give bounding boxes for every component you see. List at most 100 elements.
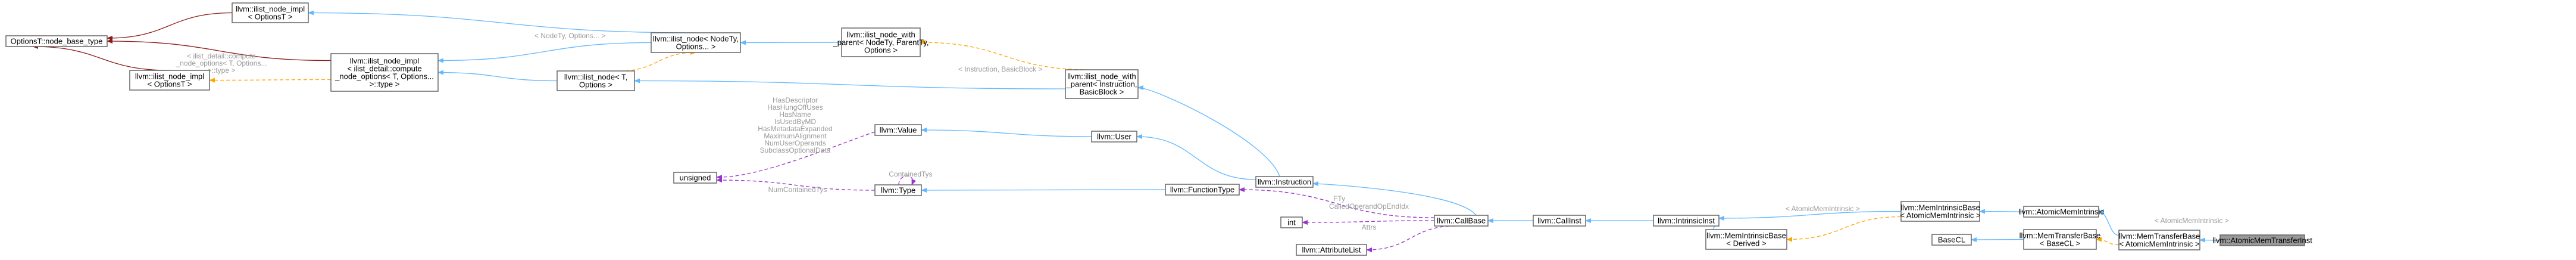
edge-label-fty-line-0: FTy bbox=[1333, 194, 1345, 203]
node-mem-transfer-base-atomic[interactable]: llvm::MemTransferBase< AtomicMemIntrinsi… bbox=[2118, 230, 2200, 250]
node-value-box bbox=[874, 124, 922, 136]
node-basecl-box bbox=[1931, 234, 1972, 246]
node-basecl-label-0: BaseCL bbox=[1938, 236, 1965, 244]
edge-label-attrs-line-0: Attrs bbox=[1362, 223, 1377, 231]
node-ilist-node-nodety-label-1: Options... > bbox=[676, 42, 716, 51]
edge-ilistnodeimpl-bottom-to-compute bbox=[209, 78, 332, 83]
node-ilist-node-with-parent-template-label-0: llvm::ilist_node_with bbox=[846, 30, 915, 39]
node-atomic-mem-transfer-inst-label-0: llvm::AtomicMemTransferInst bbox=[2212, 236, 2312, 245]
edge-label-value-members-line-7: SubclassOptionalData bbox=[760, 146, 831, 154]
node-call-inst[interactable]: llvm::CallInst bbox=[1533, 215, 1586, 227]
node-int[interactable]: int bbox=[1280, 216, 1303, 228]
node-intrinsic-inst[interactable]: llvm::IntrinsicInst bbox=[1653, 215, 1720, 227]
node-mem-transfer-base-atomic-label-1: < AtomicMemIntrinsic > bbox=[2119, 240, 2199, 249]
diagram-edges bbox=[32, 10, 2221, 252]
node-options-node-base-type-label-0: OptionsT::node_base_type bbox=[11, 37, 103, 46]
node-atomic-mem-intrinsic-label-0: llvm::AtomicMemIntrinsic bbox=[2018, 208, 2104, 216]
node-attribute-list-label-0: llvm::AttributeList bbox=[1302, 246, 1361, 255]
edge-int-to-callbase bbox=[1302, 219, 1435, 225]
edge-instruction-to-callbase bbox=[1312, 181, 1477, 216]
node-ilist-node-t-options-label-1: Options > bbox=[579, 81, 612, 89]
edge-attributelist-to-callbase bbox=[1366, 225, 1456, 252]
edge-label-value-members-line-2: HasName bbox=[779, 110, 811, 119]
edge-label-compute-node-options-line-0: < ilist_detail::compute bbox=[187, 52, 256, 60]
node-type[interactable]: llvm::Type bbox=[874, 184, 922, 196]
edge-label-value-members-line-3: IsUsedByMD bbox=[774, 117, 816, 126]
edge-label-value-members-line-1: HasHungOffUses bbox=[767, 103, 823, 112]
node-intrinsic-inst-label-0: llvm::IntrinsicInst bbox=[1658, 216, 1715, 225]
node-basecl[interactable]: BaseCL bbox=[1931, 234, 1972, 246]
node-instruction[interactable]: llvm::Instruction bbox=[1255, 176, 1314, 188]
node-mem-intrinsic-base-derived-label-0: llvm::MemIntrinsicBase bbox=[1706, 231, 1786, 240]
node-ilist-node-impl-compute-label-3: >::type > bbox=[370, 80, 400, 89]
node-ilist-node-impl-top-box bbox=[232, 2, 309, 23]
node-ilist-node-impl-top-label-0: llvm::ilist_node_impl bbox=[236, 5, 305, 14]
node-unsigned[interactable]: unsigned bbox=[673, 172, 717, 184]
node-function-type[interactable]: llvm::FunctionType bbox=[1165, 184, 1240, 196]
node-call-inst-label-0: llvm::CallInst bbox=[1537, 216, 1581, 225]
edge-functiontype-to-callbase bbox=[1239, 187, 1435, 218]
node-call-base[interactable]: llvm::CallBase bbox=[1434, 215, 1489, 227]
node-mem-intrinsic-base-atomic-label-0: llvm::MemIntrinsicBase bbox=[1900, 203, 1980, 212]
edge-unsigned-to-value bbox=[716, 131, 876, 180]
node-mem-transfer-base-basecl-box bbox=[2023, 229, 2097, 250]
node-atomic-mem-transfer-inst[interactable]: llvm::AtomicMemTransferInst bbox=[2212, 234, 2312, 246]
node-mem-intrinsic-base-derived[interactable]: llvm::MemIntrinsicBase< Derived > bbox=[1705, 229, 1787, 250]
node-ilist-node-impl-compute[interactable]: llvm::ilist_node_impl< ilist_detail::com… bbox=[330, 53, 439, 92]
node-unsigned-box bbox=[673, 172, 717, 184]
edge-label-num-contained-tys-line-0: NumContainedTys bbox=[768, 185, 827, 194]
edge-ilistnodeimpl-compute-to-ilistnode-t bbox=[437, 70, 558, 82]
node-ilist-node-nodety[interactable]: llvm::ilist_node< NodeTy,Options... > bbox=[651, 32, 741, 53]
node-int-label-0: int bbox=[1287, 218, 1296, 227]
node-ilist-node-impl-bottom[interactable]: llvm::ilist_node_impl< OptionsT > bbox=[129, 70, 210, 91]
node-instruction-label-0: llvm::Instruction bbox=[1258, 178, 1311, 187]
edge-label-memtransferbase-atomic: < AtomicMemIntrinsic > bbox=[2155, 216, 2229, 225]
edge-label-fty: FTy bbox=[1333, 194, 1345, 203]
node-ilist-node-t-options[interactable]: llvm::ilist_node< T,Options > bbox=[557, 70, 635, 91]
node-ilist-node-with-parent-instruction[interactable]: llvm::ilist_node_with_parent< Instructio… bbox=[1065, 69, 1139, 99]
node-ilist-node-impl-bottom-label-0: llvm::ilist_node_impl bbox=[135, 72, 204, 81]
node-mem-transfer-base-basecl[interactable]: llvm::MemTransferBase< BaseCL > bbox=[2019, 229, 2101, 250]
node-call-base-box bbox=[1434, 215, 1489, 227]
node-ilist-node-impl-top[interactable]: llvm::ilist_node_impl< OptionsT > bbox=[232, 2, 309, 23]
node-ilist-node-with-parent-template-box bbox=[841, 27, 921, 57]
edge-label-memintrinsicbase-atomic-line-0: < AtomicMemIntrinsic > bbox=[1786, 205, 1860, 213]
node-attribute-list-box bbox=[1296, 244, 1367, 256]
node-ilist-node-with-parent-template-label-1: _parent< NodeTy, ParentTy, bbox=[832, 38, 929, 47]
node-value[interactable]: llvm::Value bbox=[874, 124, 922, 136]
node-ilist-node-nodety-box bbox=[651, 32, 741, 53]
node-ilist-node-with-parent-instruction-label-1: _parent< Instruction, bbox=[1066, 80, 1137, 89]
class-nodes: llvm::AtomicMemTransferInst llvm::MemTran… bbox=[5, 2, 2312, 256]
node-int-box bbox=[1280, 216, 1303, 228]
node-mem-intrinsic-base-atomic[interactable]: llvm::MemIntrinsicBase< AtomicMemIntrins… bbox=[1900, 201, 1981, 222]
node-user[interactable]: llvm::User bbox=[1091, 131, 1137, 143]
node-mem-intrinsic-base-derived-box bbox=[1705, 229, 1787, 250]
node-options-node-base-type-box bbox=[5, 35, 108, 47]
node-ilist-node-impl-compute-label-0: llvm::ilist_node_impl bbox=[350, 57, 419, 66]
edge-label-nodety-options-line-0: < NodeTy, Options... > bbox=[534, 32, 605, 40]
edge-ilistnode-t-to-ilistnodewithparent-instruction bbox=[634, 78, 1066, 89]
node-ilist-node-impl-top-label-1: < OptionsT > bbox=[248, 13, 293, 21]
edge-user-to-instruction bbox=[1136, 134, 1256, 180]
node-ilist-node-with-parent-template[interactable]: llvm::ilist_node_with_parent< NodeTy, Pa… bbox=[832, 27, 929, 57]
edge-ilistnodeimpl-top-to-ilistnode-nodety bbox=[308, 10, 696, 33]
edge-label-compute-node-options: < ilist_detail::compute_node_options< T,… bbox=[176, 52, 267, 75]
edge-label-called-operand: CalledOperandOpEndIdx bbox=[1329, 202, 1409, 211]
node-atomic-mem-intrinsic[interactable]: llvm::AtomicMemIntrinsic bbox=[2018, 206, 2104, 218]
node-instruction-box bbox=[1255, 176, 1314, 188]
node-mem-transfer-base-basecl-label-1: < BaseCL > bbox=[2040, 239, 2080, 248]
node-mem-transfer-base-basecl-label-0: llvm::MemTransferBase bbox=[2019, 231, 2101, 240]
node-ilist-node-impl-compute-label-2: _node_options< T, Options... bbox=[334, 72, 434, 81]
edge-memintrinsicbase-derived-to-memintrinsicbase-atomic bbox=[1786, 216, 1902, 242]
node-ilist-node-t-options-label-0: llvm::ilist_node< T, bbox=[564, 73, 627, 82]
node-options-node-base-type[interactable]: OptionsT::node_base_type bbox=[5, 35, 108, 47]
edge-label-contained-tys: ContainedTys bbox=[889, 170, 932, 178]
node-atomic-mem-intrinsic-box bbox=[2023, 206, 2099, 218]
edge-label-nodety-options: < NodeTy, Options... > bbox=[534, 32, 605, 40]
node-type-box bbox=[874, 184, 922, 196]
edge-unsigned-to-type bbox=[716, 178, 876, 191]
node-mem-intrinsic-base-atomic-label-1: < AtomicMemIntrinsic > bbox=[1900, 211, 1980, 220]
node-attribute-list[interactable]: llvm::AttributeList bbox=[1296, 244, 1367, 256]
edge-label-attrs: Attrs bbox=[1362, 223, 1377, 231]
